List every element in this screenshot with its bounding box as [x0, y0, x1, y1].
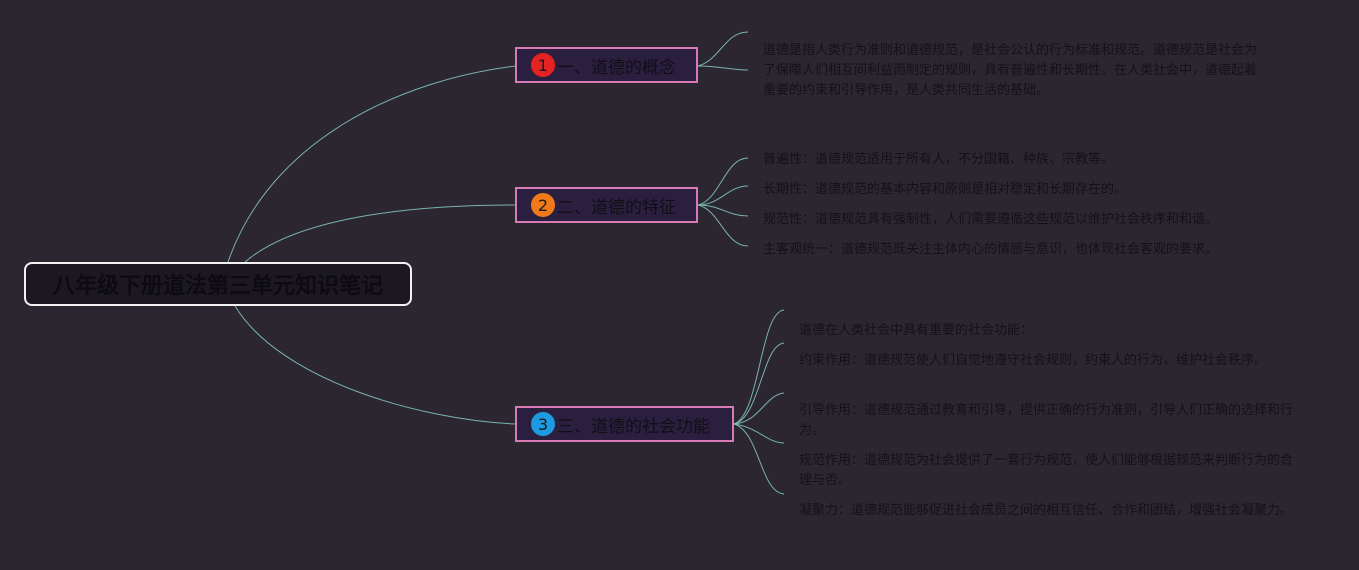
link-topic2-note3 [697, 204, 749, 217]
link-topic3-note2 [733, 342, 785, 425]
topic-2-note-2: 长期性：道德规范的基本内容和原则是相对稳定和长期存在的。 [763, 182, 1128, 197]
topic-3-label: 三、道德的社会功能 [557, 416, 710, 437]
number-1-icon: 1 [531, 53, 555, 77]
link-topic2-note4 [697, 204, 749, 247]
topic-2-node[interactable]: 2 二、道德的特征 [515, 187, 698, 223]
topic-3-note-1: 道德在人类社会中具有重要的社会功能： [799, 323, 1034, 338]
topic-1-node[interactable]: 1 一、道德的概念 [515, 47, 698, 83]
topic-3-note-3: 引导作用：道德规范通过教育和引导，提供正确的行为准则，引导人们正确的选择和行为。 [799, 403, 1294, 438]
root-title: 八年级下册道法第三单元知识笔记 [52, 274, 383, 299]
topic-2-note-3: 规范性：道德规范具有强制性，人们需要遵循这些规范以维护社会秩序和和谐。 [763, 212, 1219, 227]
topic-2-note-4: 主客观统一：道德规范既关注主体内心的情感与意识，也体现社会客观的要求。 [763, 242, 1219, 257]
link-root-topic-1 [227, 65, 517, 263]
topic-2-label: 二、道德的特征 [557, 197, 676, 218]
topic-3-note-2: 约束作用：道德规范使人们自觉地遵守社会规则，约束人的行为，维护社会秩序。 [799, 353, 1268, 368]
link-topic1-note [697, 31, 749, 67]
number-3-icon: 3 [531, 412, 555, 436]
link-root-topic-2 [244, 204, 517, 263]
link-topic1-note-b [697, 65, 749, 71]
link-topic3-note1 [733, 309, 785, 425]
link-topic2-note1 [697, 157, 749, 206]
topic-1-label: 一、道德的概念 [557, 57, 676, 78]
topic-3-note-5: 凝聚力：道德规范能够促进社会成员之间的相互信任、合作和团结，增强社会凝聚力。 [799, 503, 1294, 518]
link-topic3-note5 [733, 423, 785, 495]
root-node[interactable]: 八年级下册道法第三单元知识笔记 [24, 262, 412, 306]
link-topic3-note3 [733, 392, 785, 425]
link-topic2-note2 [697, 185, 749, 206]
link-topic3-note4 [733, 423, 785, 444]
number-2-icon: 2 [531, 193, 555, 217]
topic-3-note-4: 规范作用：道德规范为社会提供了一套行为规范，使人们能够根据规范来判断行为的合理与… [799, 453, 1294, 488]
link-root-topic-3 [234, 305, 517, 425]
topic-2-note-1: 普遍性：道德规范适用于所有人，不分国籍、种族、宗教等。 [763, 152, 1115, 167]
topic-1-note: 道德是指人类行为准则和道德规范，是社会公认的行为标准和规范。道德规范是社会为了保… [763, 43, 1258, 98]
topic-3-node[interactable]: 3 三、道德的社会功能 [515, 406, 734, 442]
